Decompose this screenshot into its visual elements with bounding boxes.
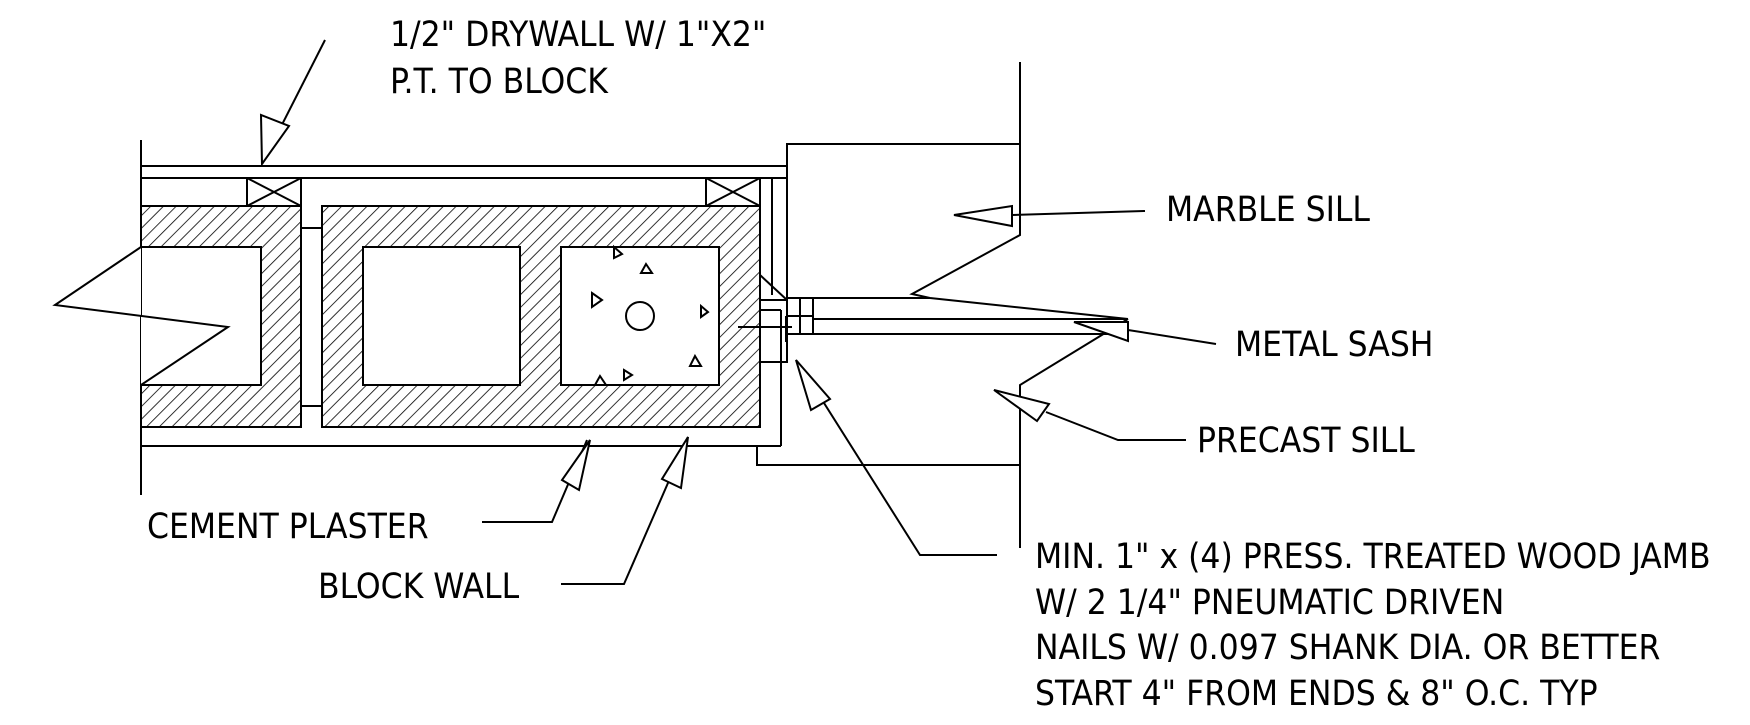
wood-jamb	[759, 166, 788, 363]
cement-plaster	[141, 309, 782, 447]
metal-sash	[738, 297, 1129, 342]
furring-strip-left	[246, 177, 302, 207]
grout-fill-symbols	[591, 244, 710, 386]
wood-jamb-note-line3: NAILS W/ 0.097 SHANK DIA. OR BETTER	[1035, 628, 1660, 668]
precast-sill-label: PRECAST SILL	[1197, 421, 1415, 461]
furring-strip-right	[705, 177, 761, 207]
block-wall-left	[52, 205, 302, 428]
cement-plaster-label: CEMENT PLASTER	[147, 507, 429, 547]
precast-sill	[756, 318, 1129, 548]
marble-sill	[786, 62, 1021, 299]
wood-jamb-note-line2: W/ 2 1/4" PNEUMATIC DRIVEN	[1035, 583, 1504, 623]
leader-block-wall	[561, 436, 689, 585]
block-wall-label: BLOCK WALL	[318, 567, 520, 607]
marble-sill-label: MARBLE SILL	[1166, 190, 1370, 230]
leader-marble-sill	[953, 204, 1146, 228]
leader-drywall	[259, 39, 326, 168]
leader-wood-jamb	[795, 359, 997, 556]
drywall	[140, 140, 787, 495]
drywall-label-line1: 1/2" DRYWALL W/ 1"X2"	[390, 15, 766, 55]
wood-jamb-note-line1: MIN. 1" x (4) PRESS. TREATED WOOD JAMB	[1035, 537, 1711, 577]
wood-jamb-note-line4: START 4" FROM ENDS & 8" O.C. TYP	[1035, 674, 1598, 714]
drywall-label-line2: P.T. TO BLOCK	[390, 62, 609, 102]
leader-precast-sill	[993, 389, 1186, 441]
block-wall-right	[301, 205, 761, 428]
metal-sash-label: METAL SASH	[1235, 325, 1434, 365]
leader-metal-sash	[1073, 321, 1217, 345]
leader-cement-plaster	[482, 439, 591, 523]
